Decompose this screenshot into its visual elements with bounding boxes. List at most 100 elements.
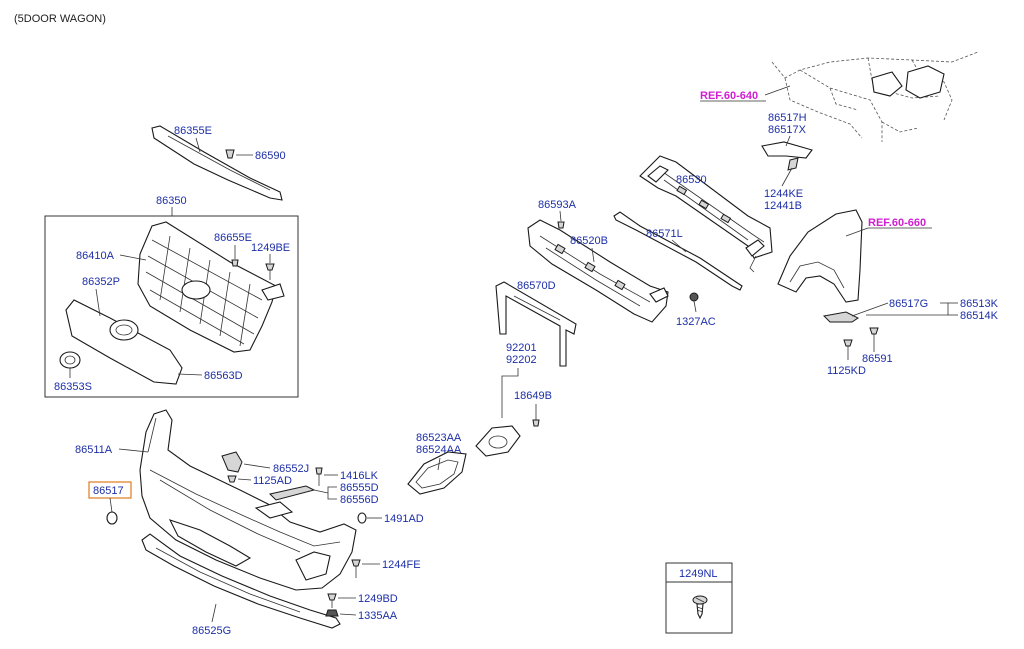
part-label-86517H[interactable]: 86517H <box>768 112 807 124</box>
lower-lip-86525g[interactable] <box>141 533 341 629</box>
part-label-86517X[interactable]: 86517X <box>768 124 807 136</box>
leader-ref-660 <box>845 227 869 237</box>
front-fender[interactable] <box>777 209 863 303</box>
part-label-1244FE[interactable]: 1244FE <box>382 559 421 571</box>
leader-86517g <box>851 302 889 317</box>
grille-garnish-86352p[interactable] <box>65 299 183 385</box>
leader-86517 <box>109 497 113 513</box>
energy-absorber-86520b[interactable] <box>527 219 669 323</box>
part-label-1491AD[interactable]: 1491AD <box>384 513 424 525</box>
part-label-86570D[interactable]: 86570D <box>517 280 556 292</box>
part-label-86530[interactable]: 86530 <box>676 174 707 186</box>
part-label-86517[interactable]: 86517 <box>93 485 124 497</box>
part-label-86591[interactable]: 86591 <box>862 353 893 365</box>
leader-86523aa <box>437 457 441 471</box>
screw-1244ke[interactable] <box>787 157 799 171</box>
leader-86352p <box>95 288 101 317</box>
screw-1249bd[interactable] <box>327 593 337 601</box>
part-label-86555D[interactable]: 86555D <box>340 482 379 494</box>
front-emblem-86353s[interactable] <box>59 351 81 369</box>
part-label-92201[interactable]: 92201 <box>506 342 537 354</box>
part-label-86556D[interactable]: 86556D <box>340 494 379 506</box>
bracket-86552j[interactable] <box>221 451 243 473</box>
leader-1244ke <box>781 167 793 187</box>
leader-86552j <box>243 463 271 469</box>
part-label-86511A[interactable]: 86511A <box>75 444 113 456</box>
tow-hook-cap-86517[interactable] <box>106 511 118 525</box>
part-label-92202[interactable]: 92202 <box>506 354 537 366</box>
part-label-1249BE[interactable]: 1249BE <box>251 242 290 254</box>
front-bumper-cover-86511a[interactable] <box>139 409 357 591</box>
part-label-86571L[interactable]: 86571L <box>646 228 683 240</box>
leader-86571l <box>671 239 687 253</box>
part-label-86355E[interactable]: 86355E <box>174 125 212 137</box>
part-label-86523AA[interactable]: 86523AA <box>416 432 462 444</box>
part-label-86593A[interactable]: 86593A <box>538 199 577 211</box>
leader-86410a <box>119 254 147 261</box>
leader-1335aa <box>339 613 357 616</box>
part-label-1244KE[interactable]: 1244KE <box>764 188 803 200</box>
part-label-1249BD[interactable]: 1249BD <box>358 593 398 605</box>
part-label-86517G[interactable]: 86517G <box>889 298 928 310</box>
leader-1327ac <box>693 300 697 313</box>
clip-86590[interactable] <box>225 149 235 159</box>
screw-1244fe[interactable] <box>351 559 361 567</box>
leader-86513k <box>866 302 949 316</box>
bolt-1125ad[interactable] <box>227 475 237 483</box>
screw-86591[interactable] <box>869 327 879 335</box>
part-label-1125KD[interactable]: 1125KD <box>827 365 866 377</box>
bracket-86570d[interactable] <box>495 281 577 367</box>
screw-1416lk[interactable] <box>315 467 323 475</box>
clip-1491ad[interactable] <box>357 512 367 524</box>
part-label-86552J[interactable]: 86552J <box>273 463 309 475</box>
part-label-18649B[interactable]: 18649B <box>514 390 552 402</box>
grille-assembly-box <box>44 215 299 398</box>
bulb-18649b[interactable] <box>532 419 540 427</box>
bolt-1125kd[interactable] <box>843 339 853 347</box>
leader-86520b <box>591 247 595 263</box>
part-label-1335AA[interactable]: 1335AA <box>358 610 398 622</box>
screw-1249be[interactable] <box>265 263 275 271</box>
nut-1327ac[interactable] <box>689 292 699 302</box>
part-label-12441B[interactable]: 12441B <box>764 200 802 212</box>
radiator-grille-86410a[interactable] <box>137 221 285 353</box>
part-label-1249NL[interactable]: 1249NL <box>679 568 718 580</box>
fog-lamp-92201[interactable] <box>475 425 521 457</box>
leader-86555d <box>327 486 337 500</box>
leader-86355e <box>195 137 201 153</box>
leader-92201 <box>501 368 519 418</box>
clip-86593a[interactable] <box>557 221 565 229</box>
part-label-1125AD[interactable]: 1125AD <box>253 475 292 487</box>
leader-86517h <box>785 135 791 147</box>
ref-link-60-640[interactable]: REF.60-640 <box>700 90 758 102</box>
part-label-86352P[interactable]: 86352P <box>82 276 120 288</box>
part-label-1416LK[interactable]: 1416LK <box>340 470 379 482</box>
part-label-86350[interactable]: 86350 <box>156 195 187 207</box>
ref-link-60-660[interactable]: REF.60-660 <box>868 217 926 229</box>
part-label-86655E[interactable]: 86655E <box>214 232 252 244</box>
part-label-86353S[interactable]: 86353S <box>54 381 92 393</box>
part-label-86520B[interactable]: 86520B <box>570 235 608 247</box>
leader-86593a <box>559 210 562 222</box>
strap-86571l[interactable] <box>613 211 743 291</box>
part-label-86410A[interactable]: 86410A <box>76 250 115 262</box>
part-label-86563D[interactable]: 86563D <box>204 370 243 382</box>
fastener-box-1249nl <box>665 562 733 634</box>
leader-1125ad <box>237 478 252 481</box>
part-label-86590[interactable]: 86590 <box>255 150 286 162</box>
fender-bracket-86517g[interactable] <box>822 311 859 323</box>
radiator-support-illustration <box>771 51 979 142</box>
part-label-86514K[interactable]: 86514K <box>960 310 999 322</box>
bracket-86555d[interactable] <box>269 485 316 501</box>
nut-1335aa[interactable] <box>325 609 339 617</box>
part-label-86513K[interactable]: 86513K <box>960 298 999 310</box>
bumper-beam-86530[interactable] <box>639 155 773 273</box>
part-label-86525G[interactable]: 86525G <box>192 625 231 637</box>
fog-lamp-cover-86523aa[interactable] <box>407 451 467 495</box>
clip-86655e[interactable] <box>231 259 239 267</box>
part-label-1327AC[interactable]: 1327AC <box>676 316 716 328</box>
side-bracket-86517h[interactable] <box>761 141 813 159</box>
screw-1249nl[interactable] <box>692 595 708 620</box>
leader-86525g <box>211 603 217 623</box>
